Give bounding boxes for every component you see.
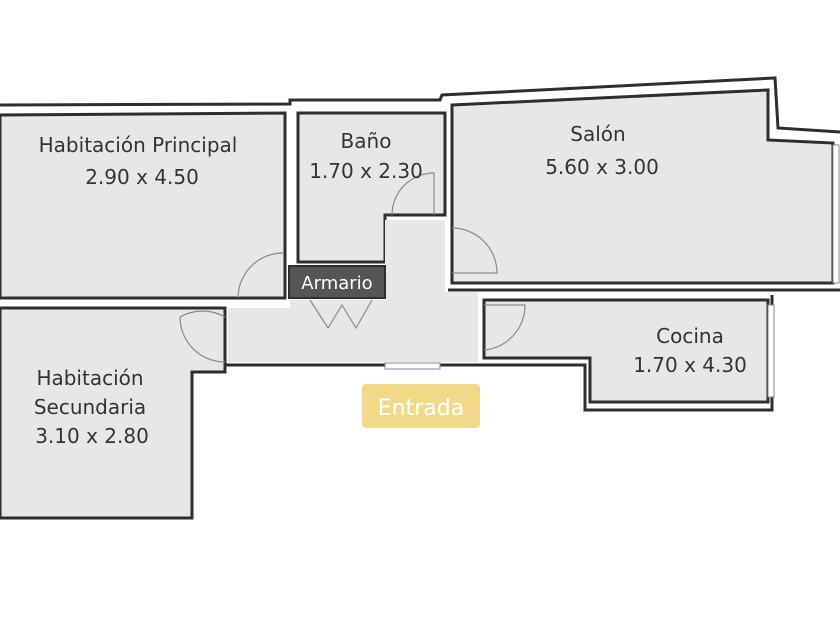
room-name: Secundaria xyxy=(34,395,146,419)
door-armario xyxy=(309,299,373,330)
armario-box xyxy=(288,265,386,299)
room-size: 3.10 x 2.80 xyxy=(35,424,149,448)
room-salon xyxy=(450,88,835,285)
room-cocina xyxy=(482,298,770,404)
room-size: 1.70 x 4.30 xyxy=(633,353,747,377)
entrance-door xyxy=(384,362,441,370)
room-name: Salón xyxy=(570,122,625,146)
window-salon xyxy=(832,144,840,284)
outer-wall xyxy=(0,76,840,134)
door-salon xyxy=(451,227,498,274)
entrada-badge xyxy=(362,384,480,428)
door-cocina xyxy=(483,304,526,351)
room-size: 5.60 x 3.00 xyxy=(545,155,659,179)
window-cocina xyxy=(767,304,775,398)
room-bano xyxy=(296,111,447,264)
room-habitacion-principal xyxy=(0,111,287,300)
room-name: Baño xyxy=(341,129,392,153)
room-name: Cocina xyxy=(656,324,724,348)
room-size: 2.90 x 4.50 xyxy=(85,165,199,189)
door-secundaria xyxy=(179,310,226,363)
room-habitacion-secundaria xyxy=(0,306,227,520)
room-size: 1.70 x 2.30 xyxy=(309,159,423,183)
armario-label: Armario xyxy=(301,273,372,294)
door-principal xyxy=(237,252,284,299)
corridor xyxy=(228,220,478,362)
door-bano xyxy=(391,172,435,216)
room-name: Habitación Principal xyxy=(39,133,238,157)
entrada-label: Entrada xyxy=(378,396,464,421)
room-name: Habitación xyxy=(36,366,143,390)
